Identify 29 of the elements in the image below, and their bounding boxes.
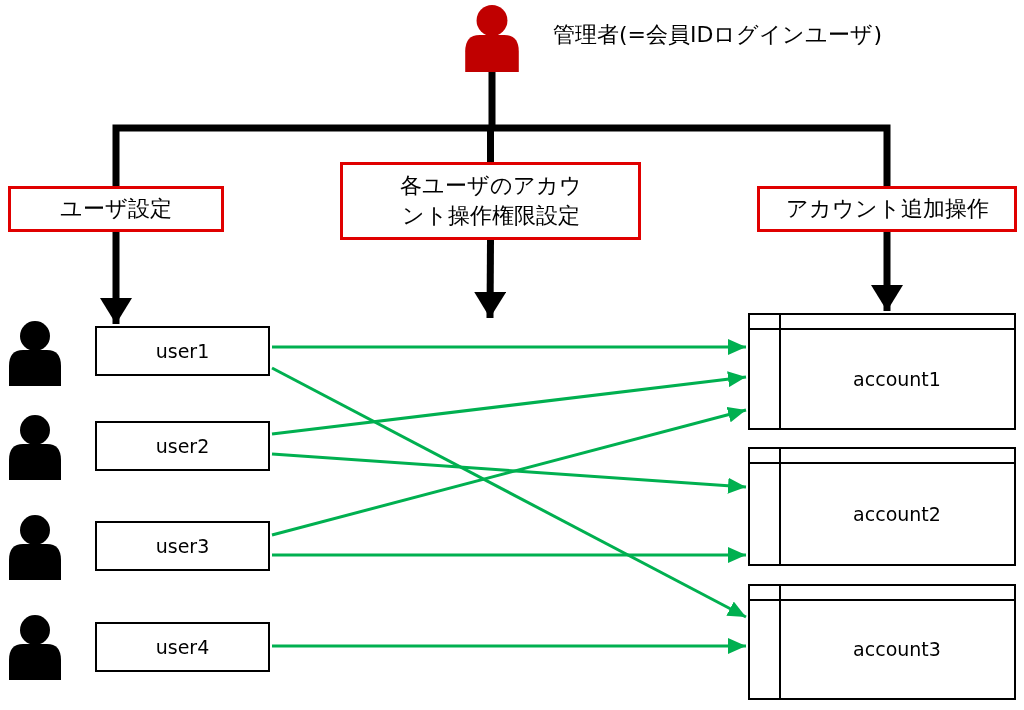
label-box: ユーザ設定: [8, 186, 224, 232]
arrow: [272, 638, 746, 654]
arrow: [271, 371, 747, 436]
arrow: [100, 232, 132, 324]
arrow: [272, 339, 746, 355]
label-box: アカウント追加操作: [757, 186, 1017, 232]
user-box: user2: [95, 421, 270, 471]
account-table: [748, 447, 1016, 566]
person-icon: [7, 614, 63, 680]
person-icon: [7, 414, 63, 480]
arrow: [474, 239, 507, 319]
user-box: user4: [95, 622, 270, 672]
account-name: account3: [852, 637, 941, 660]
arrow: [871, 232, 903, 311]
caption-text: 管理者(=会員IDログインユーザ): [553, 21, 883, 49]
account-table: [748, 313, 1016, 430]
user-box: user1: [95, 326, 270, 376]
arrow: [272, 547, 746, 563]
label-box: 各ユーザのアカウント操作権限設定: [340, 162, 641, 240]
arrow: [271, 452, 747, 494]
user-box: user3: [95, 521, 270, 571]
account-table: [748, 584, 1016, 700]
arrow: [271, 366, 747, 619]
arrow: [271, 406, 747, 537]
account-name: account2: [852, 501, 941, 525]
person-icon: [463, 4, 521, 72]
person-icon: [7, 320, 63, 386]
person-icon: [7, 514, 63, 580]
account-name: account1: [852, 366, 941, 390]
